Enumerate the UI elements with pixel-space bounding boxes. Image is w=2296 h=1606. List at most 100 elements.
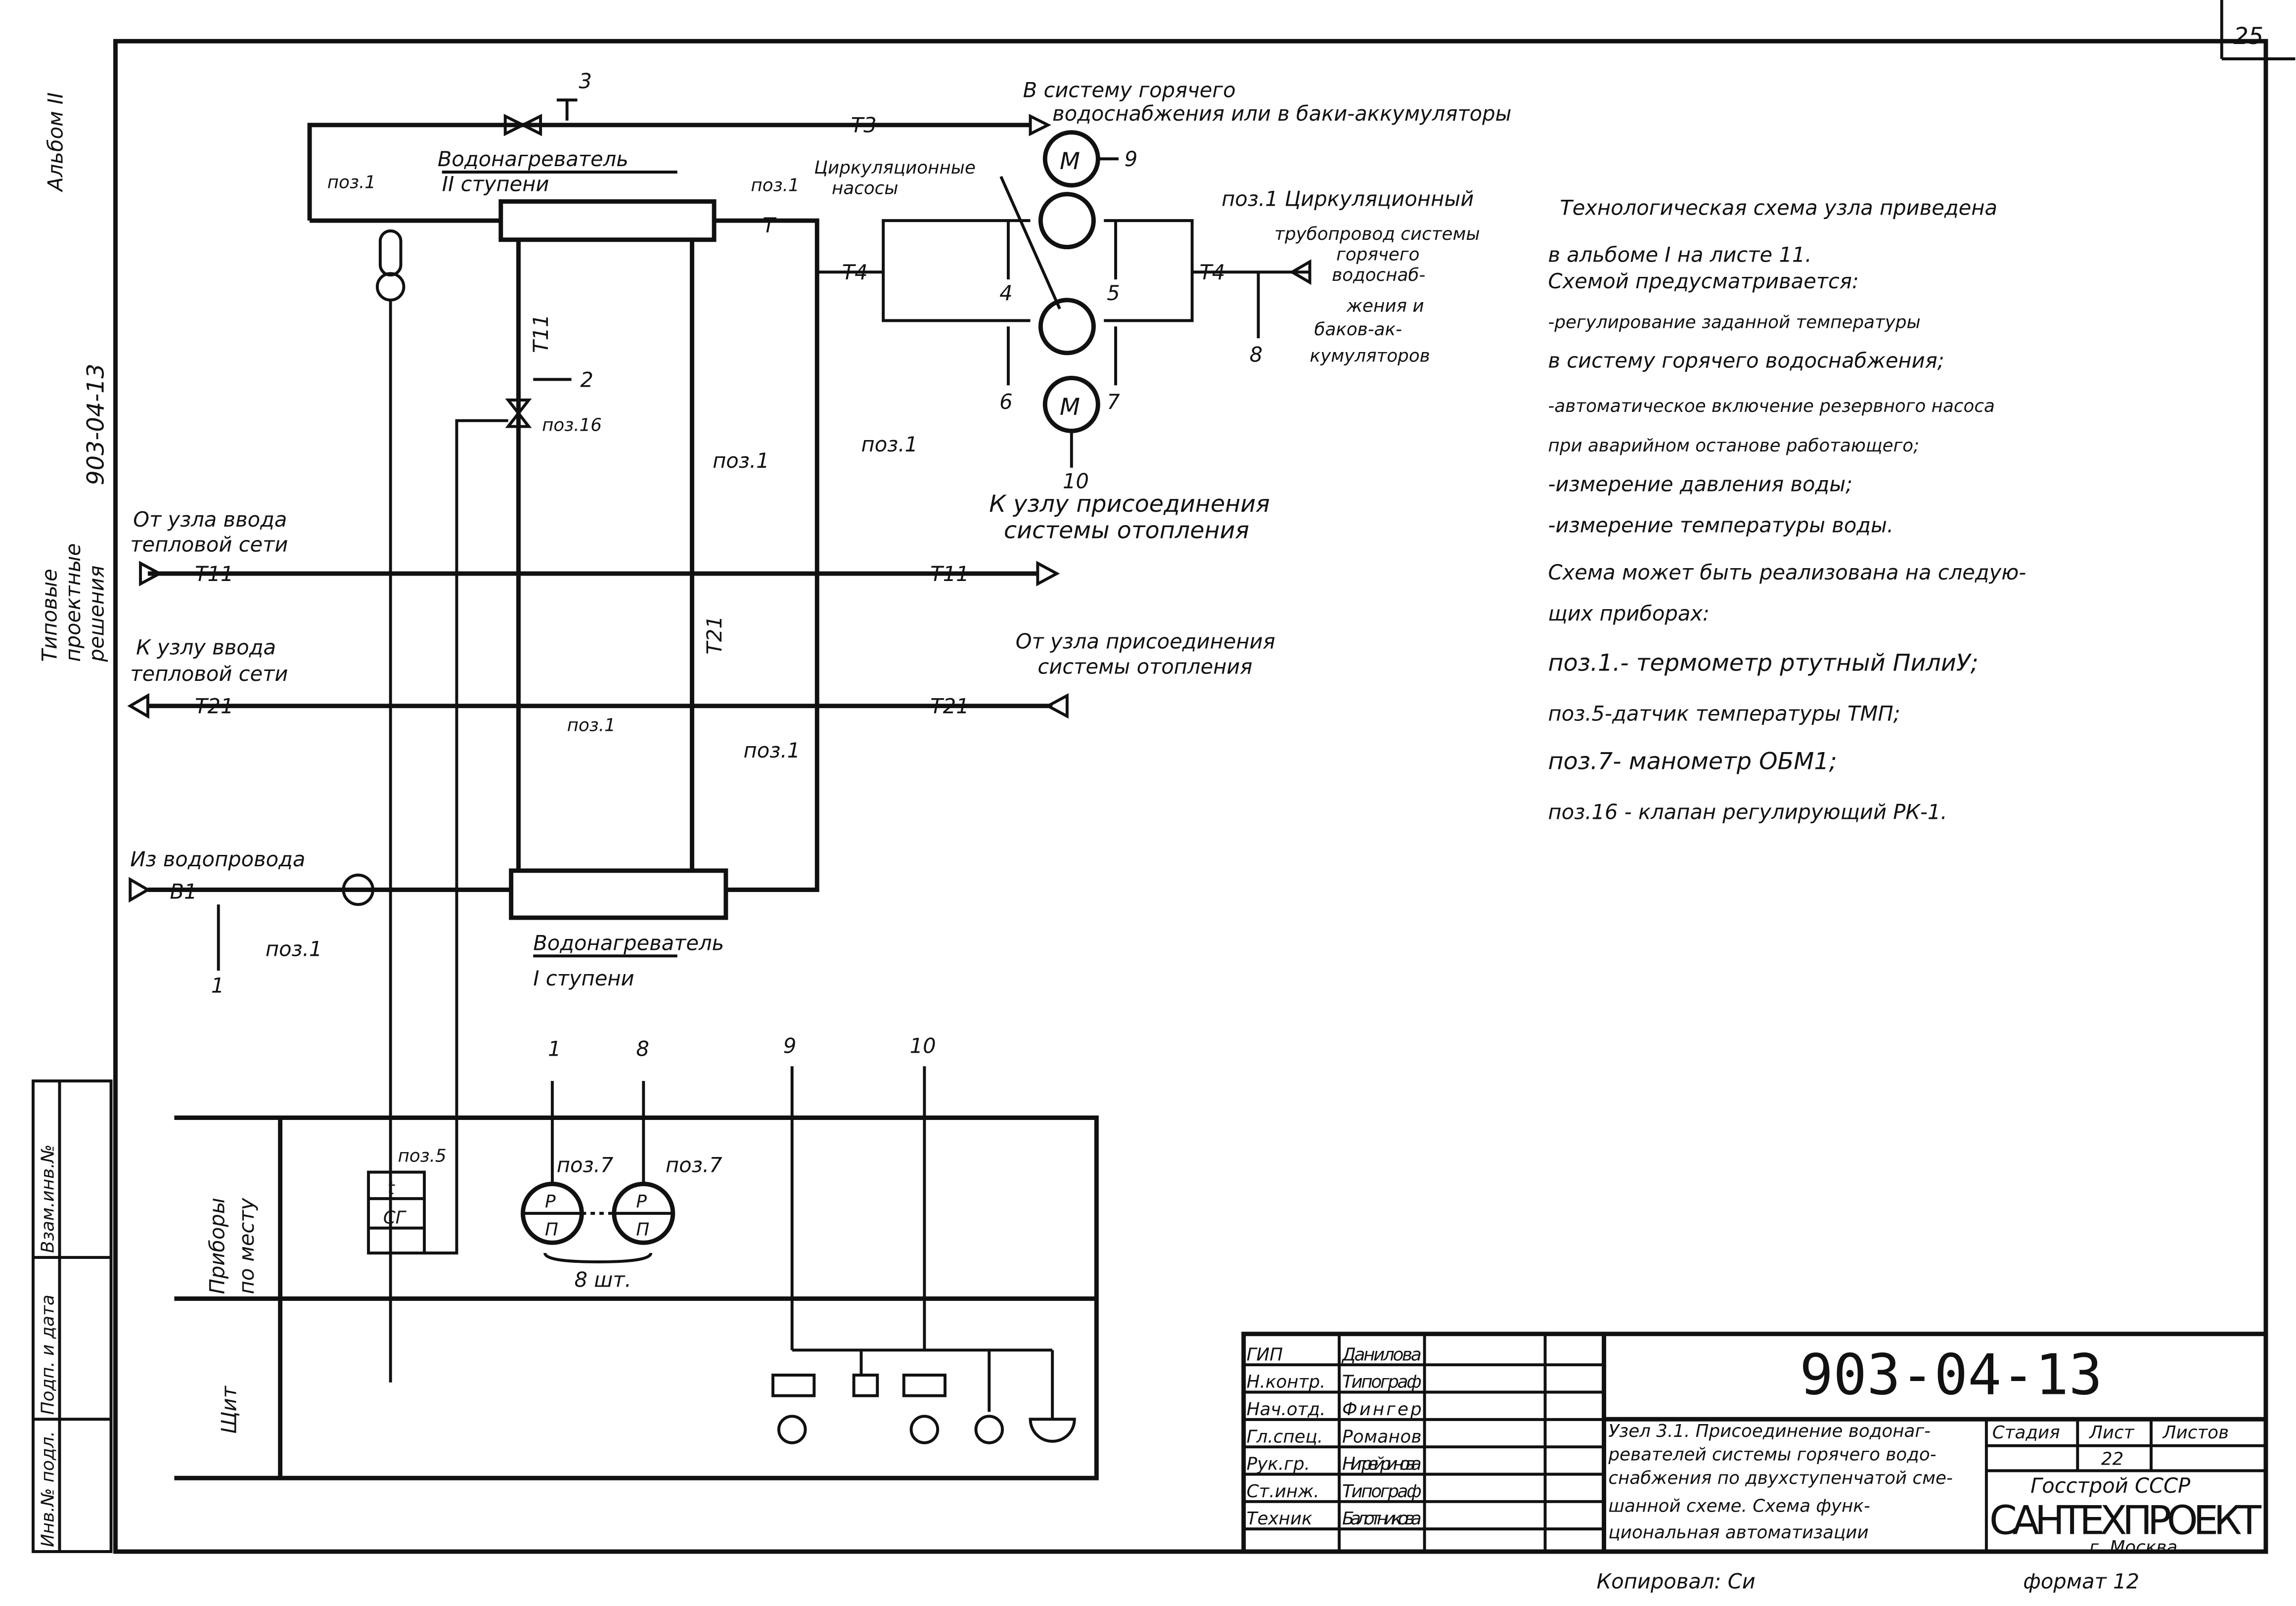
panel-row1-1: Приборы (205, 1198, 229, 1294)
note-line: щих приборах: (1548, 601, 1710, 625)
label-10: 10 (1063, 469, 1089, 493)
circ-pumps-1: Циркуляционные (814, 158, 976, 178)
pos1-label: поз.1 (327, 173, 376, 193)
note-line: -измерение давления воды; (1548, 472, 1853, 496)
note-line: -автоматическое включение резервного нас… (1548, 396, 1995, 416)
person-name: Фингер (1342, 1399, 1422, 1420)
hot-water-section: 3 Т3 В систему горячего водоснабжения ил… (307, 69, 1512, 1383)
city: г. Москва (2089, 1537, 2177, 1558)
circ-pipe-3: горячего (1336, 244, 1419, 265)
pos1-label: поз.1 (751, 176, 799, 196)
stamp-inv: Инв.№ подл. (38, 1431, 58, 1547)
to-heating-1: К узлу присоединения (989, 491, 1270, 518)
left-margin: Альбом II 903-04-13 Типовые проектные ре… (31, 92, 113, 1553)
svg-text:T: T (763, 213, 777, 237)
person-name: Нигрейринова (1342, 1454, 1422, 1474)
tag-1: 1 (548, 1037, 561, 1061)
description-line: снабжения по двухступенчатой сме- (1608, 1468, 1952, 1488)
pipe-t21: Т21 (930, 694, 969, 718)
instrument-panel: Приборы по месту Щит t СГ поз.5 1 8 РП Р… (174, 882, 1099, 1480)
org-name: Госстрой СССР (2030, 1473, 2191, 1498)
from-heating-1: От узла присоединения (1016, 629, 1275, 654)
to-heat-input-1: К узлу ввода (136, 635, 276, 660)
pump-1 (1038, 192, 1096, 250)
circ-pipe-4: водоснаб- (1332, 265, 1425, 285)
relay-icon (852, 1374, 879, 1397)
valve-icon (503, 114, 542, 136)
stamp-sign: Подп. и дата (38, 1294, 58, 1415)
stage-header: Стадия (1992, 1423, 2060, 1443)
meter-icon (342, 873, 374, 906)
heater1-title: Водонагреватель (533, 931, 724, 955)
person-name: Романов (1342, 1427, 1422, 1447)
pump-2 (1038, 298, 1096, 356)
note-line: Схема может быть реализована на следую- (1548, 560, 2026, 584)
label-2: 2 (580, 367, 593, 392)
doc-code: 903-04-13 (1800, 1342, 2102, 1408)
format-label: формат 12 (2023, 1569, 2139, 1593)
heating-network-section: Т11 Т11 Т21 Т21 Т11 Т21 От узла ввода те… (127, 314, 1275, 998)
person-name: Данилова (1341, 1344, 1422, 1365)
tag-9: 9 (783, 1034, 796, 1058)
circ-pipe-1: поз.1 Циркуляционный (1221, 186, 1474, 211)
circ-pipe-2: трубопровод системы (1274, 224, 1480, 244)
note-line: -измерение температуры воды. (1548, 513, 1894, 537)
pos1-label: поз.1 (567, 715, 616, 735)
temperature-sensor (367, 1170, 426, 1255)
label-7: 7 (1107, 390, 1120, 414)
description-line: шанной схеме. Схема функ- (1608, 1496, 1870, 1517)
pipe-t11: Т11 (930, 562, 969, 586)
heater2-title: Водонагреватель (438, 147, 629, 171)
pipe-t4: Т4 (842, 260, 868, 284)
pos16-label: поз.16 (542, 415, 602, 435)
lamp-icon (777, 1415, 807, 1444)
role-label: Ст.инж. (1247, 1481, 1319, 1502)
heater-2 (498, 199, 717, 242)
circ-pipe-7: кумуляторов (1310, 346, 1430, 366)
label-4: 4 (999, 281, 1012, 305)
sheet-value: 22 (2101, 1449, 2123, 1469)
panel-row2: Щит (217, 1385, 241, 1434)
from-heat-input-2: тепловой сети (130, 532, 288, 556)
notes: Технологическая схема узла приведена в а… (1548, 195, 2026, 824)
role-label: Н.контр. (1247, 1372, 1326, 1392)
dest-line-1: В систему горячего (1023, 78, 1236, 102)
pipe-b1: В1 (170, 879, 197, 903)
note-line: Технологическая схема узла приведена (1560, 195, 1997, 220)
to-heat-input-2: тепловой сети (130, 662, 288, 686)
sheet-header: Лист (2088, 1423, 2135, 1443)
series-line-2: проектные (61, 543, 85, 662)
stamp-replace: Взам.инв.№ (38, 1145, 58, 1253)
pos1-label: поз.1 (713, 448, 769, 473)
pos1-label: поз.1 (861, 432, 918, 456)
person-name: Типограф (1342, 1481, 1422, 1502)
from-water: Из водопровода (130, 847, 305, 871)
motor-label: M (1060, 394, 1080, 421)
pipe-t4: Т4 (1200, 260, 1225, 284)
person-name: Типограф (1342, 1372, 1422, 1392)
from-heat-input-1: От узла ввода (133, 507, 287, 532)
panel-row1-2: по месту (234, 1197, 259, 1294)
description-line: циональная автоматизации (1608, 1522, 1868, 1543)
svg-text:Р: Р (545, 1192, 556, 1212)
description-line: ревателей системы горячего водо- (1608, 1445, 1936, 1465)
svg-text:Р: Р (636, 1192, 647, 1212)
copied-by: Копировал: Си (1597, 1569, 1756, 1593)
org-logo: САНТЕХПРОЕКТ (1989, 1497, 2262, 1543)
thermometer-icon (378, 229, 403, 277)
role-label: ГИП (1247, 1344, 1283, 1365)
note-line: в альбоме I на листе 11. (1548, 242, 1812, 267)
pipe-t21: Т21 (195, 694, 233, 718)
svg-text:Т11: Т11 (529, 314, 553, 353)
note-line: -регулирование заданной температуры (1548, 312, 1921, 332)
heater-1 (509, 868, 728, 920)
bell-icon (1029, 1418, 1076, 1443)
note-line: поз.5-датчик температуры ТМП; (1548, 701, 1900, 725)
label-9: 9 (1125, 147, 1137, 171)
label-8: 8 (1250, 343, 1262, 367)
heater2-stage: II ступени (442, 172, 549, 196)
pos5-label: поз.5 (398, 1146, 447, 1166)
svg-text:Т21: Т21 (702, 616, 726, 654)
drawing-frame (113, 39, 2268, 1554)
svg-text:t: t (388, 1178, 396, 1199)
